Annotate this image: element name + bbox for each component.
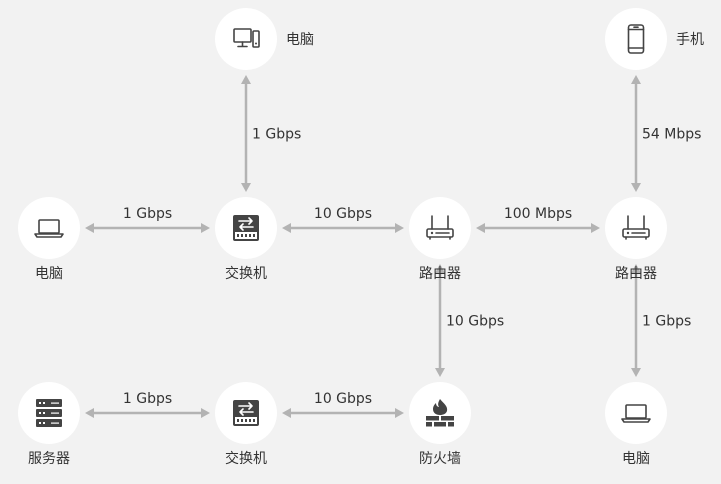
server-icon (36, 399, 62, 427)
link-speed-label: 10 Gbps (314, 391, 372, 407)
node-laptop_right: 电脑 (605, 382, 667, 467)
link-speed-label: 10 Gbps (314, 206, 372, 222)
link-switch_bottom-firewall: 10 Gbps (282, 391, 404, 418)
switch-icon (232, 214, 260, 242)
link-speed-label: 1 Gbps (123, 206, 172, 222)
node-laptop_left: 电脑 (18, 197, 80, 282)
node-pc_top: 电脑 (215, 8, 314, 70)
node-switch_bottom: 交换机 (215, 382, 277, 467)
node-label: 手机 (676, 32, 704, 48)
node-label: 防火墙 (419, 451, 461, 467)
node-label: 交换机 (225, 265, 267, 282)
node-circle (605, 197, 667, 259)
link-speed-label: 54 Mbps (642, 127, 701, 143)
link-speed-label: 1 Gbps (642, 314, 691, 330)
node-phone: 手机 (605, 8, 704, 70)
node-switch_mid: 交换机 (215, 197, 277, 282)
link-speed-label: 1 Gbps (123, 391, 172, 407)
node-label: 电脑 (35, 266, 63, 282)
node-circle (18, 197, 80, 259)
link-server-switch_bottom: 1 Gbps (85, 391, 210, 418)
node-firewall: 防火墙 (409, 382, 471, 467)
links-layer: 1 Gbps 54 Mbps 1 Gbps 10 Gbps 100 Mbps 10 Gbp… (85, 75, 704, 418)
link-speed-label: 100 Mbps (504, 206, 572, 222)
switch-icon (232, 399, 260, 427)
node-label: 电脑 (286, 32, 314, 48)
link-router_mid-router_right: 100 Mbps (476, 206, 600, 233)
node-router_right: 路由器 (605, 197, 667, 282)
link-phone-router_right: 54 Mbps (631, 75, 704, 192)
link-laptop_left-switch_mid: 1 Gbps (85, 206, 210, 233)
link-router_right-laptop_right: 1 Gbps (631, 264, 696, 377)
nodes-layer: 电脑手机电脑交换机路由器路由器服务器交换机防火墙电脑 (18, 8, 704, 467)
node-circle (215, 8, 277, 70)
node-circle (409, 197, 471, 259)
link-router_mid-firewall: 10 Gbps (435, 264, 508, 377)
node-label: 路由器 (419, 266, 461, 282)
link-speed-label: 1 Gbps (252, 127, 301, 143)
node-label: 交换机 (225, 450, 267, 467)
node-circle (605, 382, 667, 444)
node-label: 路由器 (615, 266, 657, 282)
node-server: 服务器 (18, 382, 80, 467)
node-label: 电脑 (622, 451, 650, 467)
node-circle (605, 8, 667, 70)
link-switch_mid-router_mid: 10 Gbps (282, 206, 404, 233)
link-speed-label: 10 Gbps (446, 314, 504, 330)
node-router_mid: 路由器 (409, 197, 471, 282)
node-label: 服务器 (28, 451, 70, 467)
link-pc_top-switch_mid: 1 Gbps (241, 75, 306, 192)
